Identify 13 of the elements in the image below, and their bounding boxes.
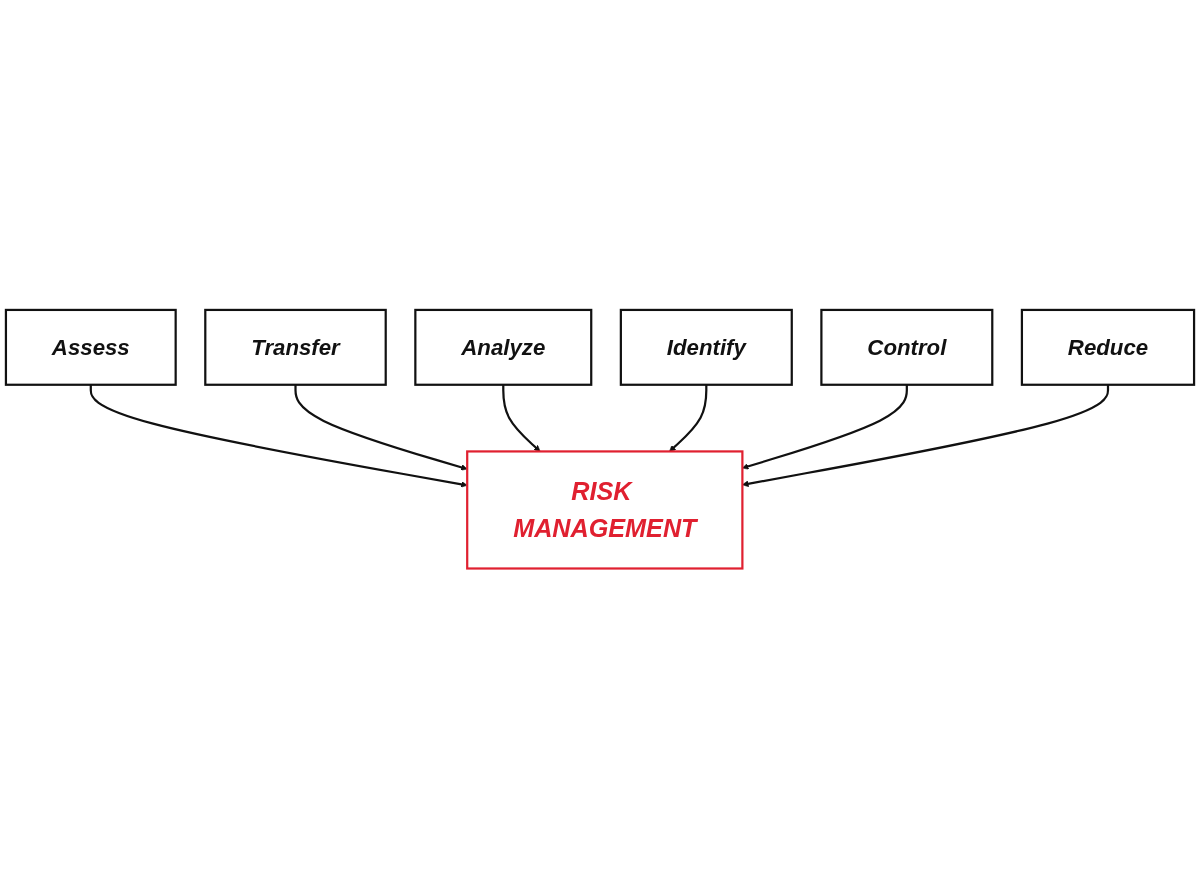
node-box: Identify [619, 308, 793, 386]
node-box: Transfer [204, 308, 387, 386]
node-box: Analyze [414, 308, 593, 386]
arrow [89, 384, 468, 488]
arrow [502, 384, 541, 452]
arrow [742, 384, 1110, 487]
arrow [669, 384, 708, 452]
node-box: Assess [4, 308, 177, 386]
node-box: Reduce [1020, 308, 1196, 386]
node-box: Control [820, 308, 994, 386]
arrow [742, 384, 908, 470]
arrow [294, 384, 468, 471]
node-box: RISK MANAGEMENT [466, 450, 744, 570]
